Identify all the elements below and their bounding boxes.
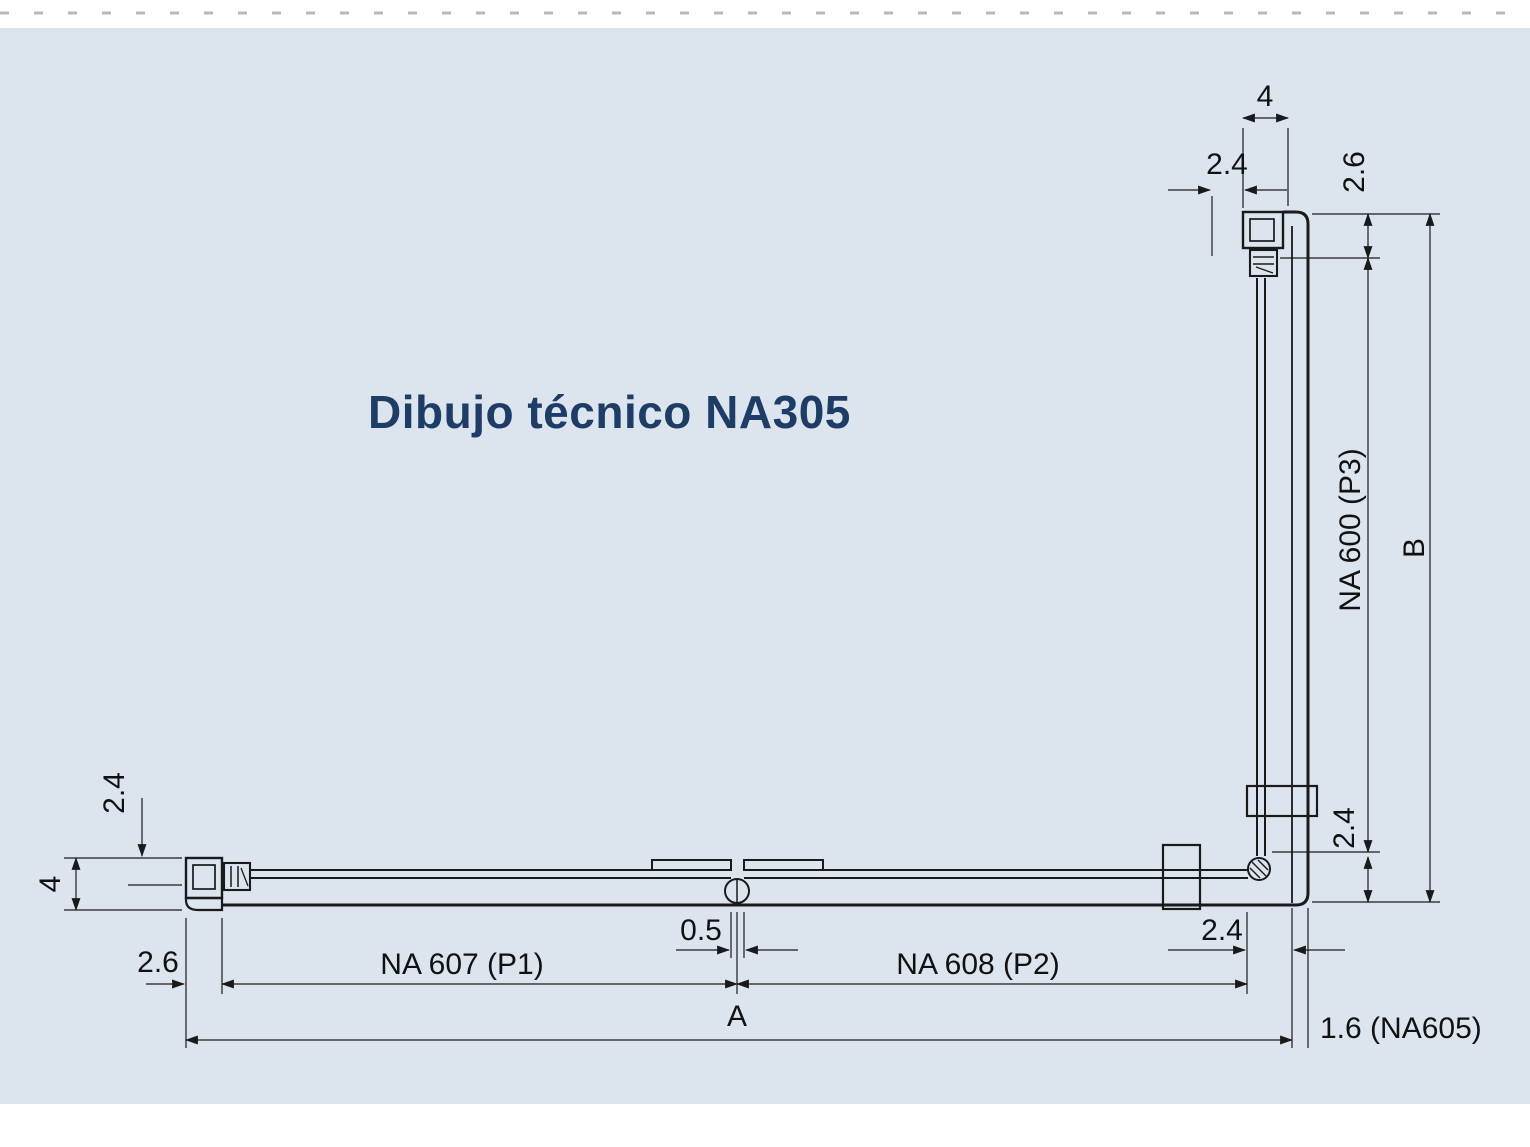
drawing-canvas (0, 28, 1530, 1104)
dim-profile-thickness-label: 1.6 (NA605) (1320, 1012, 1482, 1045)
frame-outer-edge (222, 210, 1310, 907)
horizontal-rail-bracket (1161, 843, 1202, 911)
dim-total-width-label: A (727, 1000, 747, 1033)
drawing-title: Dibujo técnico NA305 (368, 386, 851, 438)
frame-profiles (222, 210, 1310, 907)
dim-right-lower-offset-label: 2.4 (1328, 807, 1361, 849)
dim-right-panel-label: NA 600 (P3) (1334, 448, 1367, 611)
left-profile-cavity (192, 864, 216, 890)
dim-hinge-gap-label: 0.5 (680, 914, 722, 947)
corner-hatch-1 (1251, 861, 1267, 877)
top-profile-cavity (1249, 218, 1275, 242)
corner-hatch-3 (1257, 859, 1269, 871)
clamp-blocks (1161, 784, 1319, 911)
dimension-lines (71, 113, 1435, 1045)
hinge-plate-left (651, 859, 732, 871)
dim-panel-right-label: NA 608 (P2) (896, 948, 1059, 981)
top-profile-body (1241, 210, 1285, 250)
dim-panel-left-label: NA 607 (P1) (380, 948, 543, 981)
corner-hatch-2 (1249, 867, 1261, 879)
center-hinge (651, 859, 824, 904)
dim-top-offset-label: 2.4 (1206, 148, 1248, 181)
left-profile-flange (184, 896, 224, 912)
left-clamp-hatch (240, 867, 249, 887)
dimension-labels: 4 2.4 2.6 NA 600 (P3) B 2.4 4 2.4 2.6 NA… (34, 80, 1482, 1045)
dim-top-width-label: 4 (1257, 80, 1274, 113)
dim-right-total-label: B (1398, 538, 1431, 558)
vertical-rail-bracket (1245, 784, 1319, 818)
dim-left-profile-width-label: 4 (34, 876, 67, 893)
corner-pivot-circle (1247, 857, 1271, 881)
hinge-plate-right (743, 859, 824, 871)
left-glass-clamp (222, 861, 252, 892)
dim-right-top-offset-label: 2.6 (1338, 151, 1371, 193)
dim-left-offset-label: 2.6 (137, 946, 179, 979)
left-wall-profile (184, 856, 252, 912)
dim-corner-offset-label: 2.4 (1201, 914, 1243, 947)
top-clamp-hatch (1255, 266, 1274, 274)
top-glass-clamp (1248, 248, 1279, 278)
dim-left-glass-offset-label: 2.4 (98, 772, 131, 814)
corner-hinge (1247, 857, 1271, 881)
top-wall-profile (1241, 210, 1285, 278)
left-profile-body (184, 856, 224, 900)
extension-lines (64, 128, 1440, 1048)
